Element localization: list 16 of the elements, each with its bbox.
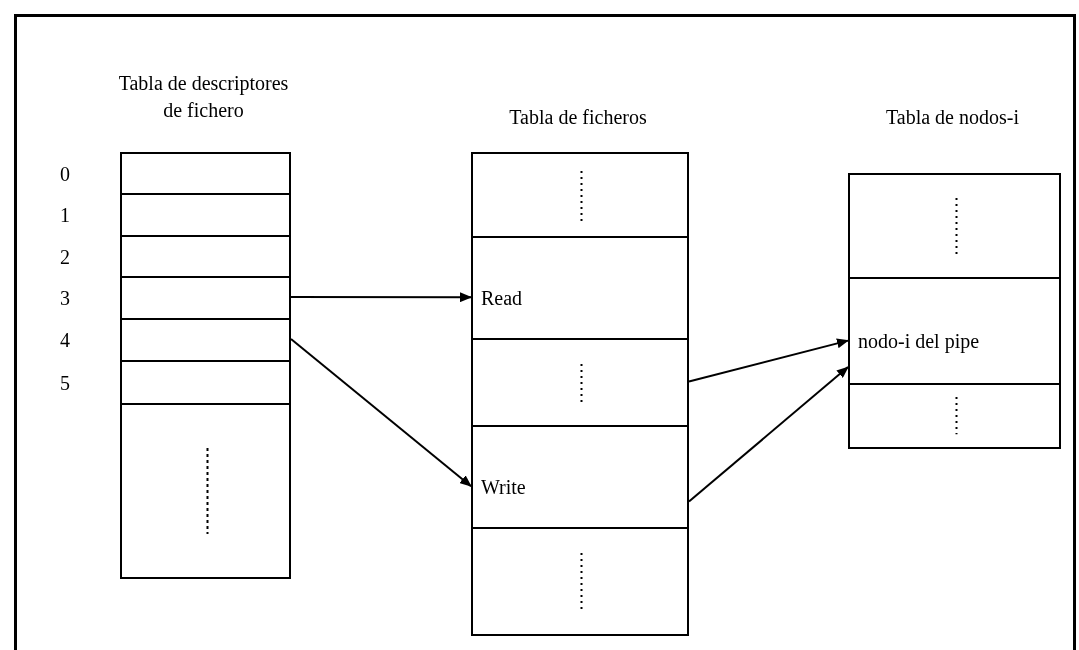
row-index: 0: [60, 161, 70, 186]
row-index: 4: [60, 328, 70, 352]
row-text: Write: [481, 475, 526, 499]
arrow: [290, 292, 472, 303]
row-index: 5: [60, 370, 70, 395]
row-text: Read: [481, 286, 523, 310]
row-text: nodo-i del pipe: [858, 329, 980, 353]
arrow: [688, 338, 849, 383]
row-index: 3: [60, 286, 70, 310]
row-index: 1: [60, 203, 70, 227]
table-heading: Tabla de ficheros: [508, 105, 648, 130]
row-index: 2: [60, 244, 70, 269]
arrow: [688, 366, 849, 503]
table-heading: Tabla de descriptores de fichero: [117, 71, 290, 123]
table-heading: Tabla de nodos-i: [885, 105, 1020, 130]
arrow: [290, 338, 472, 488]
